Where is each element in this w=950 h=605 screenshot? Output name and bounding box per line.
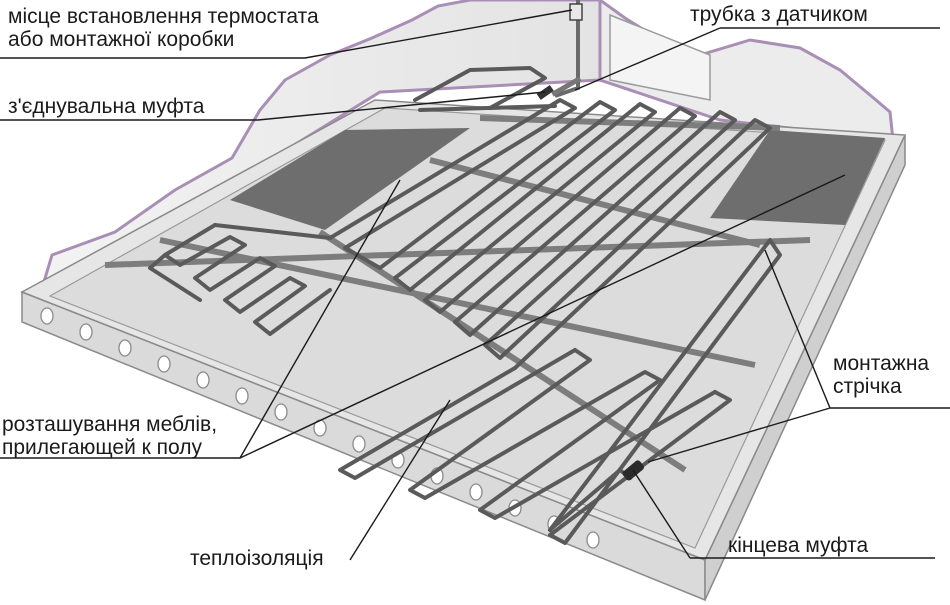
leader-furniture-right [239,174,846,459]
label-thermostat-line2: або монтажної коробки [8,28,235,51]
heating-cable [148,66,782,545]
leader-end-sleeve [632,469,935,559]
label-insulation: теплоізоляція [190,547,324,570]
leader-tape [647,249,950,463]
sensor-tube [551,76,582,97]
label-furniture: розташування меблів, прилегающей к полу [2,413,217,459]
leader-thermostat [0,9,573,59]
leader-sensor-tube [574,27,940,91]
label-mounting-tape-line1: монтажна [833,352,930,375]
label-end-sleeve: кінцева муфта [728,534,869,557]
label-mounting-tape-line2: стрічка [833,375,902,398]
thermostat-box [569,3,583,21]
label-sensor-tube: трубка з датчиком [690,3,868,26]
furniture-zone-left [230,128,470,230]
label-connecting-sleeve: з'єднувальна муфта [8,95,205,118]
furniture-zone-right [710,130,885,225]
label-thermostat-line1: місце встановлення термостата [8,5,319,28]
label-thermostat-place: місце встановлення термостата або монтаж… [8,5,319,51]
label-mounting-tape: монтажна стрічка [833,352,929,398]
leader-connecting-sleeve [0,91,546,121]
door [609,13,711,101]
leader-insulation [349,399,451,561]
label-furniture-line2: прилегающей к полу [2,436,202,459]
label-furniture-line1: розташування меблів, [2,413,218,436]
leader-lines [0,9,950,561]
connecting-sleeve [536,84,554,100]
